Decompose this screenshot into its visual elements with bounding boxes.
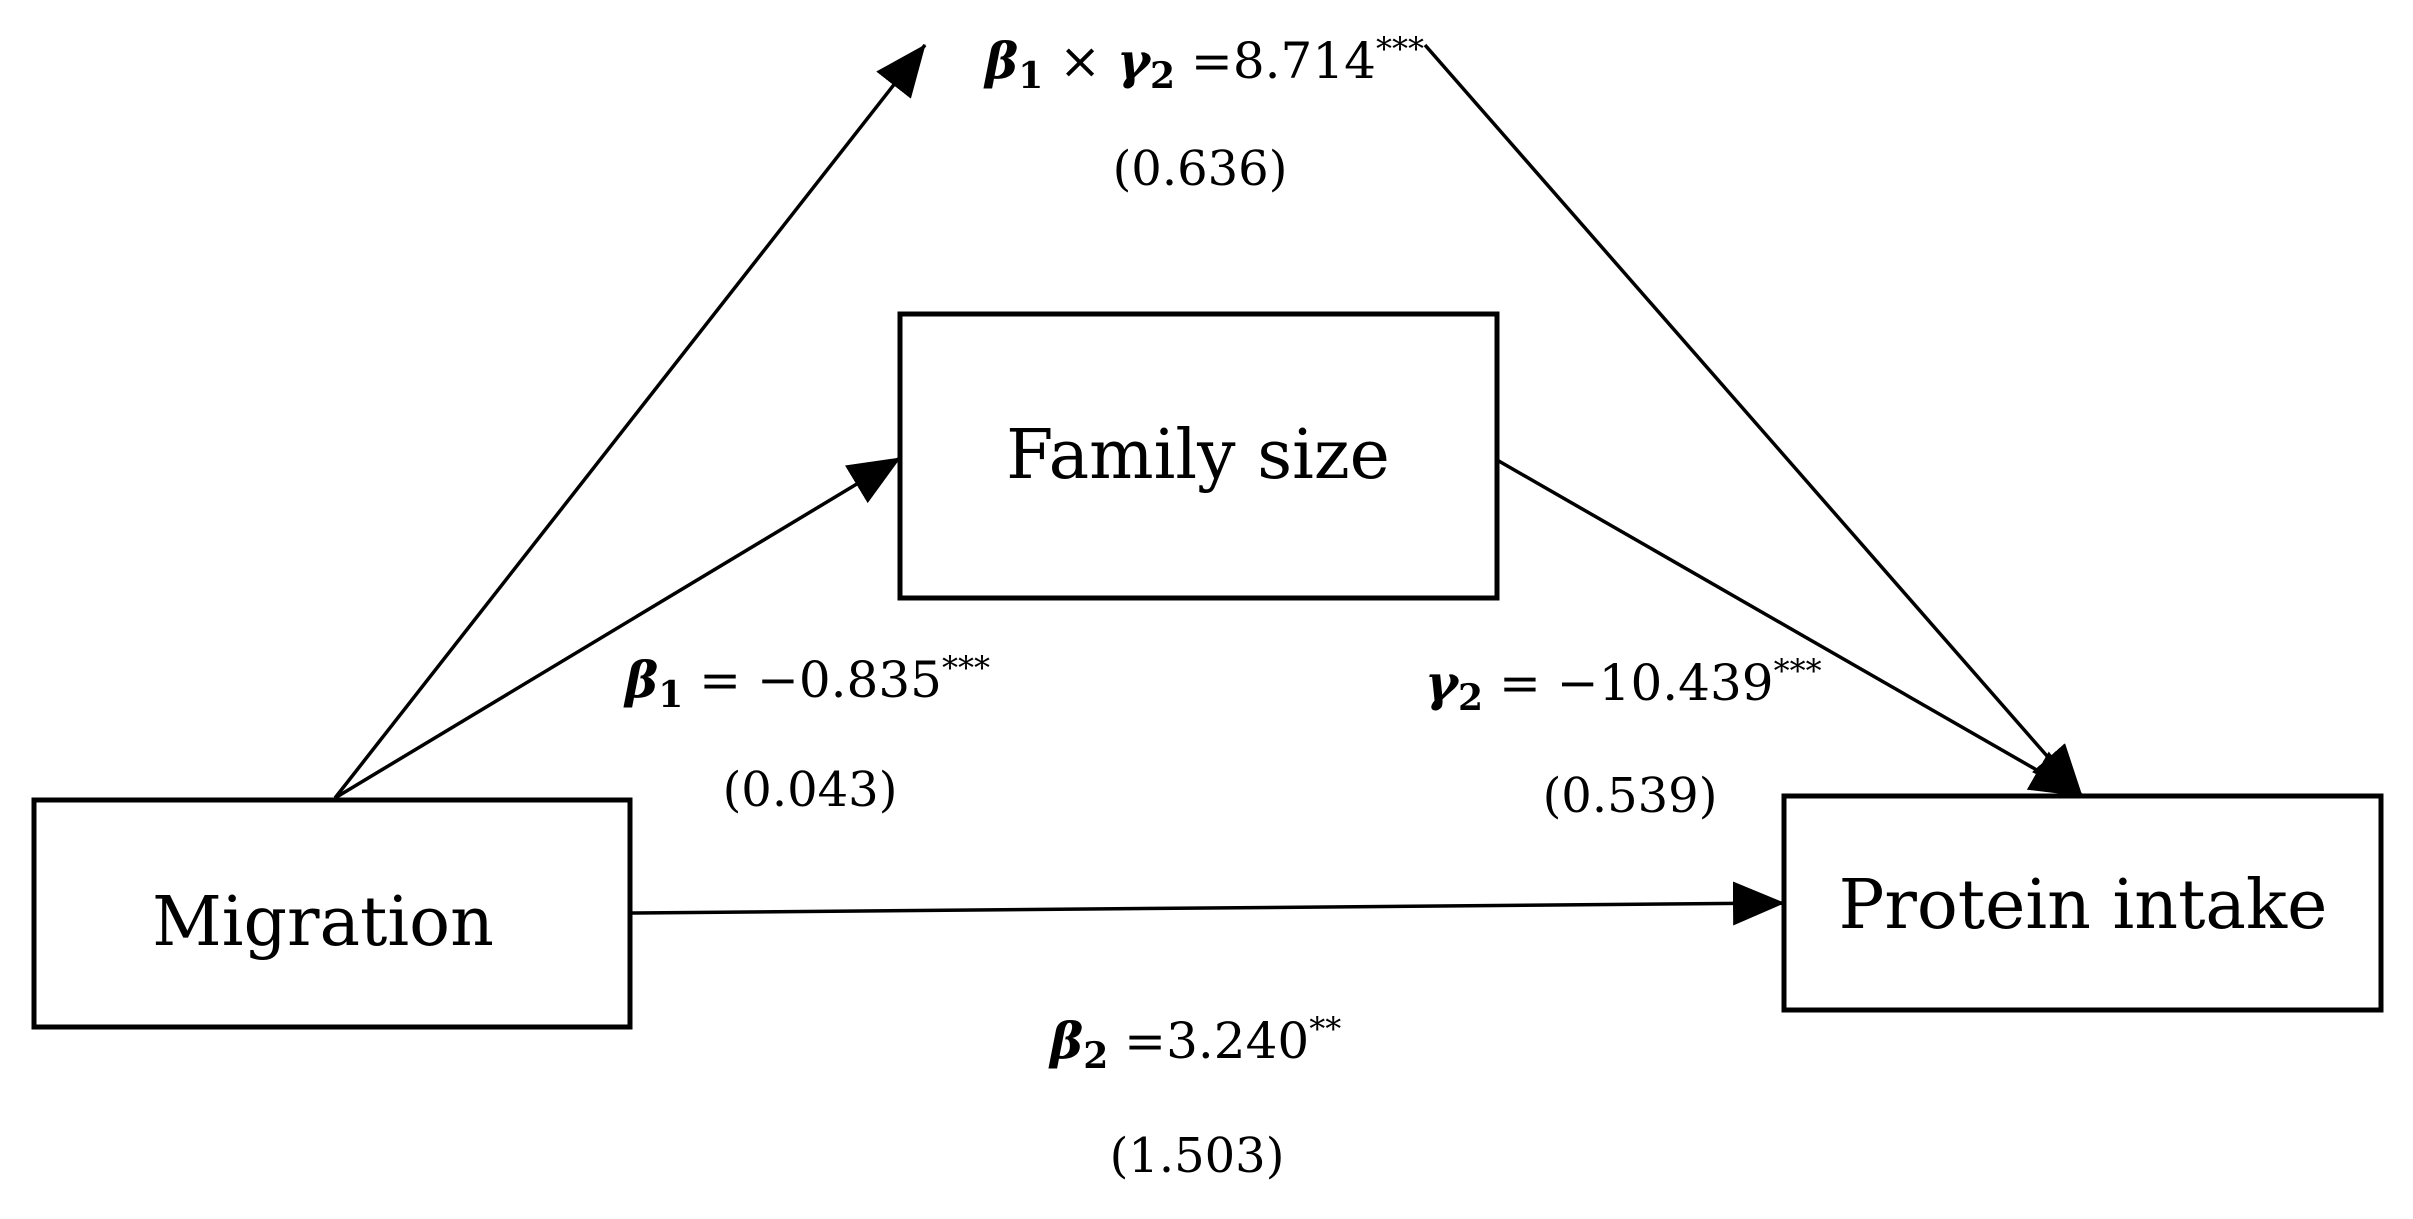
protein-intake-label: Protein intake	[1839, 866, 2328, 945]
path-a-coefficient: β1 = −0.835***	[623, 649, 990, 716]
indirect-to-outcome-arrow	[1423, 43, 2084, 798]
indirect-effect-arrow	[333, 43, 927, 800]
indirect-effect-se: (0.636)	[1113, 141, 1288, 197]
direct-effect-coefficient: β2 =3.240**	[1048, 1010, 1341, 1077]
path-b-coefficient: γ2 = −10.439***	[1425, 652, 1822, 719]
family-size-to-protein-intake-arrow	[1496, 458, 2083, 798]
family-size-node: Family size	[897, 311, 1500, 601]
family-size-label: Family size	[1006, 416, 1390, 495]
migration-label: Migration	[152, 883, 494, 962]
indirect-effect-coefficient: β1 × γ2 =8.714***	[983, 30, 1424, 97]
direct-effect-se: (1.503)	[1110, 1128, 1285, 1184]
path-b-se: (0.539)	[1543, 768, 1718, 824]
migration-node: Migration	[31, 797, 633, 1030]
migration-to-family-size-arrow	[334, 456, 901, 800]
migration-to-protein-intake-arrow	[629, 881, 1785, 926]
protein-intake-node: Protein intake	[1781, 793, 2384, 1013]
path-a-se: (0.043)	[723, 762, 898, 818]
